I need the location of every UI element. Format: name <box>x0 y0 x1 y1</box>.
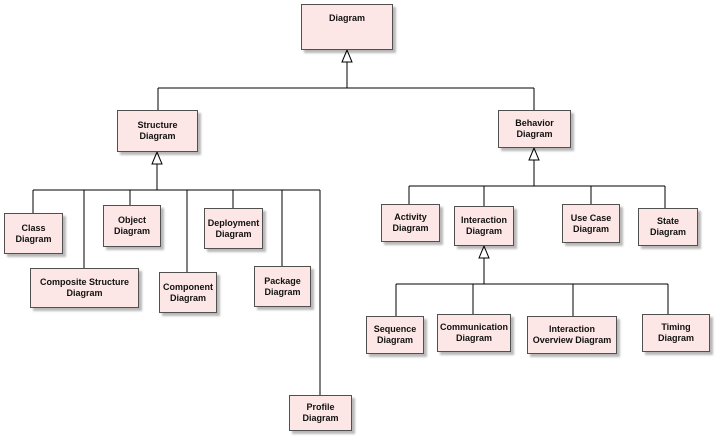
node-communication-diagram: Communication Diagram <box>437 314 511 352</box>
node-object-diagram: Object Diagram <box>103 205 161 247</box>
node-structure-diagram: Structure Diagram <box>117 110 198 152</box>
generalization-arrow-icon <box>478 244 490 259</box>
node-diagram: Diagram <box>301 4 393 50</box>
node-deployment-diagram: Deployment Diagram <box>204 208 263 249</box>
node-profile-diagram: Profile Diagram <box>289 395 352 431</box>
node-use-case-diagram: Use Case Diagram <box>562 204 620 243</box>
node-package-diagram: Package Diagram <box>254 266 311 307</box>
behavior-generalization <box>408 146 666 208</box>
node-composite-structure-diagram: Composite Structure Diagram <box>30 268 139 308</box>
root-generalization <box>157 48 535 110</box>
node-component-diagram: Component Diagram <box>159 272 217 313</box>
node-timing-diagram: Timing Diagram <box>642 314 710 352</box>
node-behavior-diagram: Behavior Diagram <box>498 110 571 148</box>
generalization-arrow-icon <box>528 146 540 161</box>
node-interaction-diagram: Interaction Diagram <box>454 206 514 246</box>
structure-generalization <box>32 150 321 395</box>
interaction-generalization <box>395 244 669 316</box>
node-sequence-diagram: Sequence Diagram <box>366 316 424 354</box>
generalization-arrow-icon <box>151 150 163 165</box>
node-activity-diagram: Activity Diagram <box>381 204 440 242</box>
node-class-diagram: Class Diagram <box>4 213 63 254</box>
node-state-diagram: State Diagram <box>638 208 698 246</box>
generalization-arrow-icon <box>341 48 353 63</box>
node-interaction-overview-diagram: Interaction Overview Diagram <box>527 316 617 354</box>
